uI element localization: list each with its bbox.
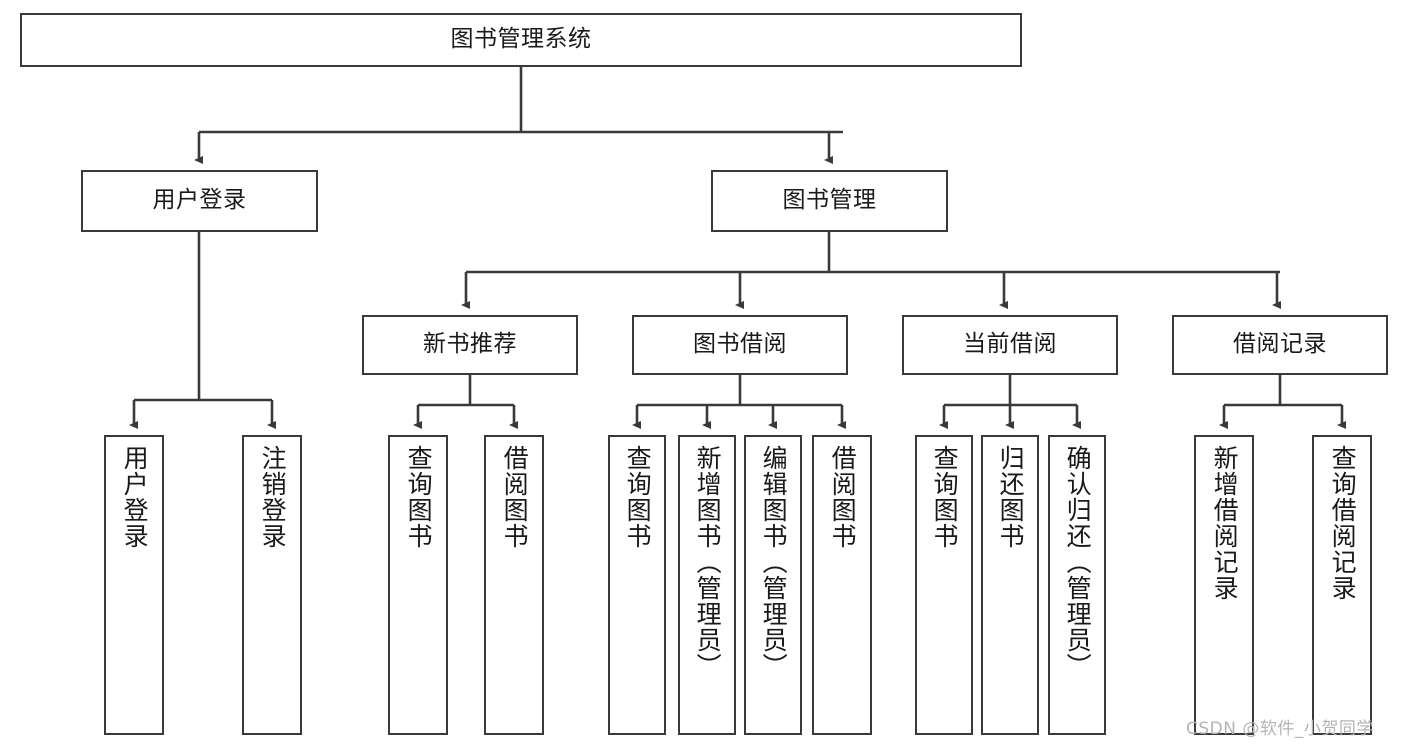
node-leaf-return-book[interactable]: 归还图书 (981, 435, 1039, 735)
node-current-borrow[interactable]: 当前借阅 (902, 315, 1118, 375)
node-label: 用户登录 (152, 187, 247, 214)
csdn-watermark: CSDN @软件_小贺同学 (1186, 719, 1374, 739)
node-label: 查询图书 (623, 445, 653, 549)
node-leaf-add-record[interactable]: 新增借阅记录 (1194, 435, 1254, 735)
node-label: 新书推荐 (423, 331, 517, 358)
node-leaf-query-record[interactable]: 查询借阅记录 (1312, 435, 1372, 735)
node-leaf-add-book[interactable]: 新增图书（管理员） (678, 435, 736, 735)
node-label: 借阅图书 (828, 445, 858, 549)
node-label: 编辑图书（管理员） (759, 445, 789, 679)
node-leaf-borrow-book-1[interactable]: 借阅图书 (484, 435, 544, 735)
node-label: 确认归还（管理员） (1063, 445, 1093, 679)
node-label: 图书借阅 (693, 331, 787, 358)
node-leaf-user-logout[interactable]: 注销登录 (242, 435, 302, 735)
node-label: 新增图书（管理员） (693, 445, 723, 679)
node-root[interactable]: 图书管理系统 (20, 13, 1022, 67)
node-label: 图书管理 (782, 187, 877, 214)
node-book-manage[interactable]: 图书管理 (711, 170, 948, 232)
node-leaf-query-book-1[interactable]: 查询图书 (388, 435, 448, 735)
node-leaf-confirm-return[interactable]: 确认归还（管理员） (1048, 435, 1106, 735)
node-label: 借阅图书 (500, 445, 530, 549)
node-label: 查询图书 (930, 445, 960, 549)
node-user-login[interactable]: 用户登录 (81, 170, 318, 232)
node-borrow-record[interactable]: 借阅记录 (1172, 315, 1388, 375)
node-label: 查询图书 (404, 445, 434, 549)
node-leaf-edit-book[interactable]: 编辑图书（管理员） (744, 435, 802, 735)
node-label: 归还图书 (996, 445, 1026, 549)
node-leaf-query-book-3[interactable]: 查询图书 (915, 435, 973, 735)
node-label: 当前借阅 (963, 331, 1057, 358)
node-label: 新增借阅记录 (1210, 445, 1240, 601)
node-label: 借阅记录 (1233, 331, 1327, 358)
node-leaf-borrow-book-2[interactable]: 借阅图书 (812, 435, 872, 735)
node-label: 图书管理系统 (450, 26, 592, 53)
node-new-book-rec[interactable]: 新书推荐 (362, 315, 578, 375)
node-label: 查询借阅记录 (1328, 445, 1358, 601)
node-label: 注销登录 (258, 445, 288, 549)
node-book-borrow[interactable]: 图书借阅 (632, 315, 848, 375)
node-leaf-query-book-2[interactable]: 查询图书 (608, 435, 666, 735)
node-label: 用户登录 (120, 445, 150, 549)
node-leaf-user-login[interactable]: 用户登录 (104, 435, 164, 735)
